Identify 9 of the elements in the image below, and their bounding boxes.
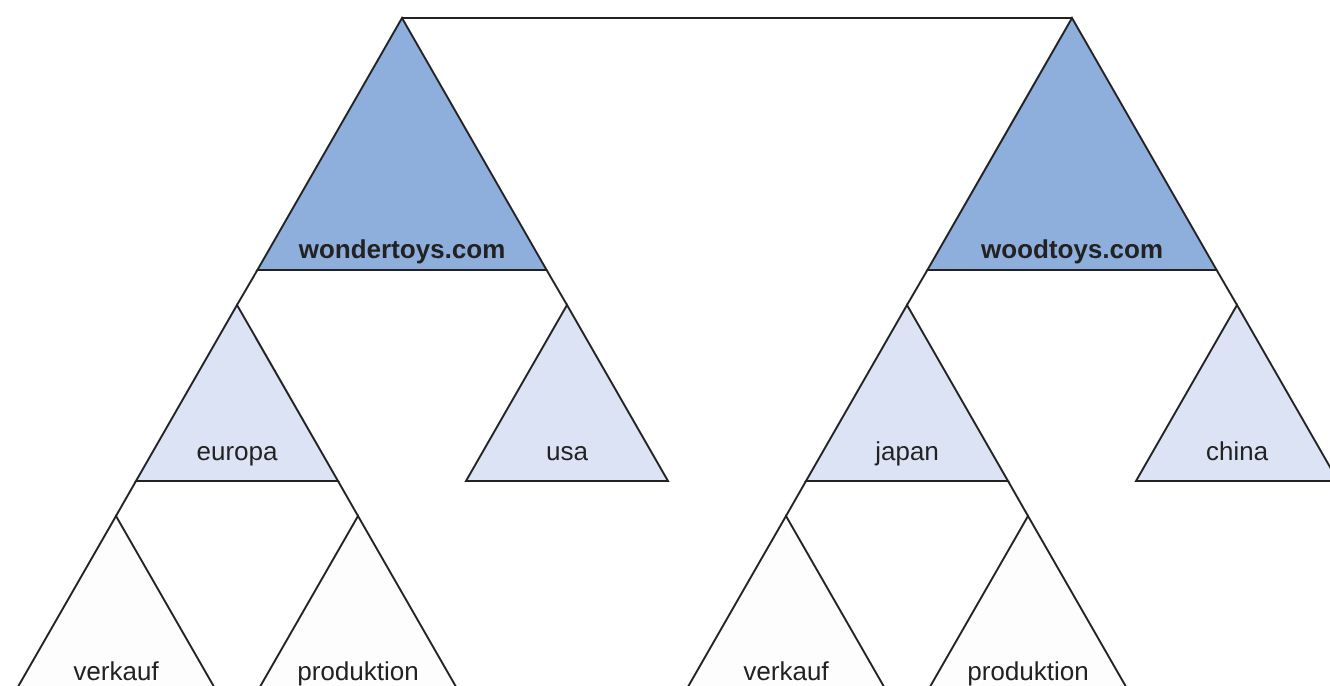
connector-line <box>1215 269 1238 306</box>
connector-line <box>236 269 259 306</box>
connector-line <box>785 480 807 517</box>
connector-line <box>545 269 568 306</box>
connector-line <box>906 269 929 306</box>
connector-line <box>337 480 359 517</box>
connector-line <box>1007 480 1029 517</box>
connector-line <box>115 480 137 517</box>
connector-line <box>401 17 1073 19</box>
